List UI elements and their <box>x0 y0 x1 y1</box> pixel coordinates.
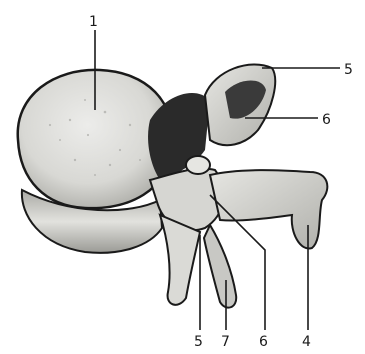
label-4-bottom: 4 <box>302 334 311 350</box>
label-7-bottom: 7 <box>221 334 230 350</box>
label-1: 1 <box>89 14 98 30</box>
transverse-process <box>210 170 327 248</box>
label-5-bottom: 5 <box>194 334 203 350</box>
mammillary-bump <box>186 156 210 174</box>
label-5-upper: 5 <box>344 62 353 78</box>
label-6-bottom: 6 <box>259 334 268 350</box>
label-6-right: 6 <box>322 112 331 128</box>
inferior-articular-process <box>204 225 236 308</box>
spinous-process <box>160 215 200 305</box>
